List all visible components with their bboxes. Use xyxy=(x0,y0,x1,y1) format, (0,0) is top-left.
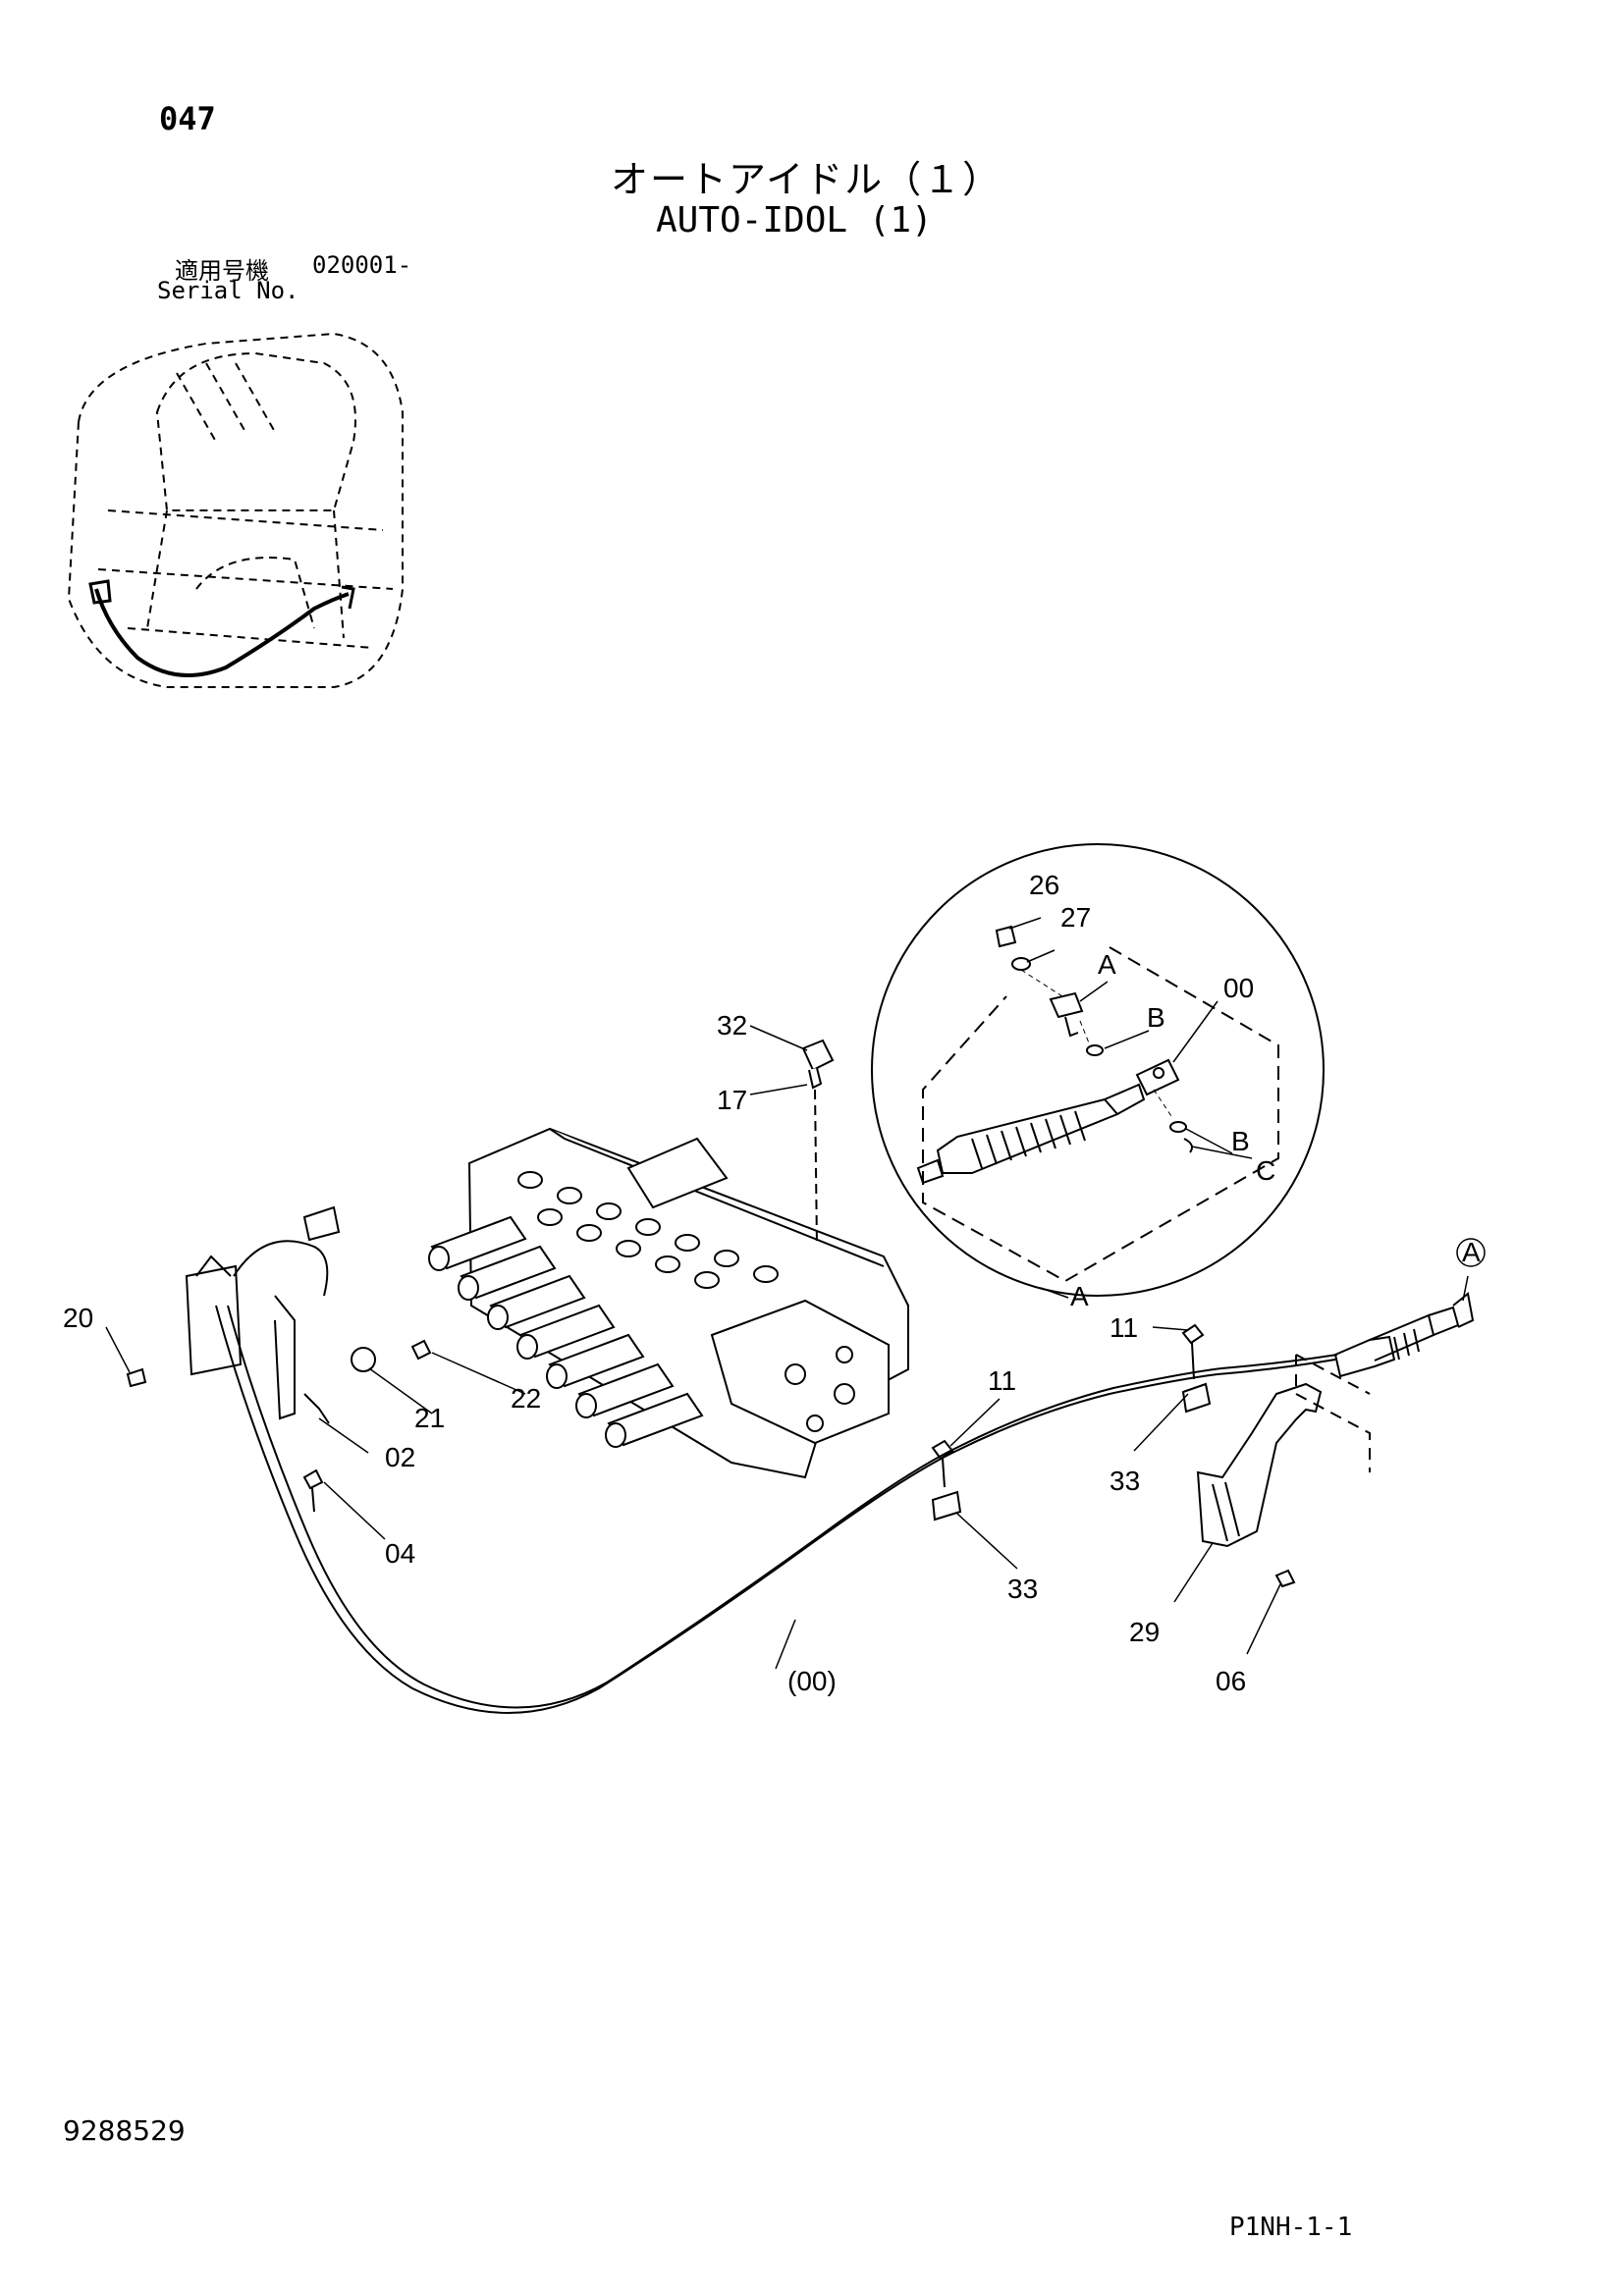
callout-29: 29 xyxy=(1129,1617,1160,1647)
callout-00-cable: (00) xyxy=(787,1666,837,1696)
callout-27: 27 xyxy=(1060,902,1091,933)
callout-11-center: 11 xyxy=(988,1365,1016,1396)
callout-33-center: 33 xyxy=(1007,1574,1038,1604)
serial-value: 020001- xyxy=(312,251,412,279)
callout-A-detail: A xyxy=(1070,1281,1089,1311)
callout-B-upper: B xyxy=(1147,1002,1165,1033)
callout-B-lower: B xyxy=(1231,1126,1250,1156)
callout-A-pin: A xyxy=(1098,949,1116,980)
callout-22: 22 xyxy=(511,1383,541,1414)
serial-label-english: Serial No. xyxy=(157,277,299,304)
title-japanese: オートアイドル（１） xyxy=(611,158,1002,201)
machine-overview-sketch xyxy=(67,332,404,688)
detail-reference-circle xyxy=(1456,1238,1486,1267)
control-valve-assembly xyxy=(428,1039,909,1479)
page-number: 047 xyxy=(159,100,216,137)
callout-26: 26 xyxy=(1029,870,1059,900)
callout-A-circle: A xyxy=(1462,1237,1481,1267)
callout-02: 02 xyxy=(385,1442,415,1472)
title-english: AUTO-IDOL (1) xyxy=(656,200,933,240)
callout-C: C xyxy=(1256,1155,1275,1186)
valve-spools xyxy=(428,1215,704,1448)
callout-32: 32 xyxy=(717,1010,747,1041)
detail-view xyxy=(871,843,1325,1297)
harness-overview xyxy=(88,579,355,677)
page-code: P1NH-1-1 xyxy=(1229,2213,1353,2242)
callout-21: 21 xyxy=(414,1403,445,1433)
serial-label-japanese: 適用号機 xyxy=(175,257,269,285)
callout-00-detail: 00 xyxy=(1223,973,1254,1003)
callout-17: 17 xyxy=(717,1085,747,1115)
callout-33-right: 33 xyxy=(1110,1466,1140,1496)
leader-lines xyxy=(105,917,1469,1670)
callout-labels: 26 27 A B 00 B C A 32 17 A 20 21 22 02 0… xyxy=(63,870,1481,1696)
callout-06: 06 xyxy=(1216,1666,1246,1696)
callout-11-right: 11 xyxy=(1110,1312,1138,1343)
document-number: 9288529 xyxy=(63,2114,186,2147)
callout-04: 04 xyxy=(385,1538,415,1569)
callout-20: 20 xyxy=(63,1303,93,1333)
cable-assembly xyxy=(126,1205,1475,1714)
